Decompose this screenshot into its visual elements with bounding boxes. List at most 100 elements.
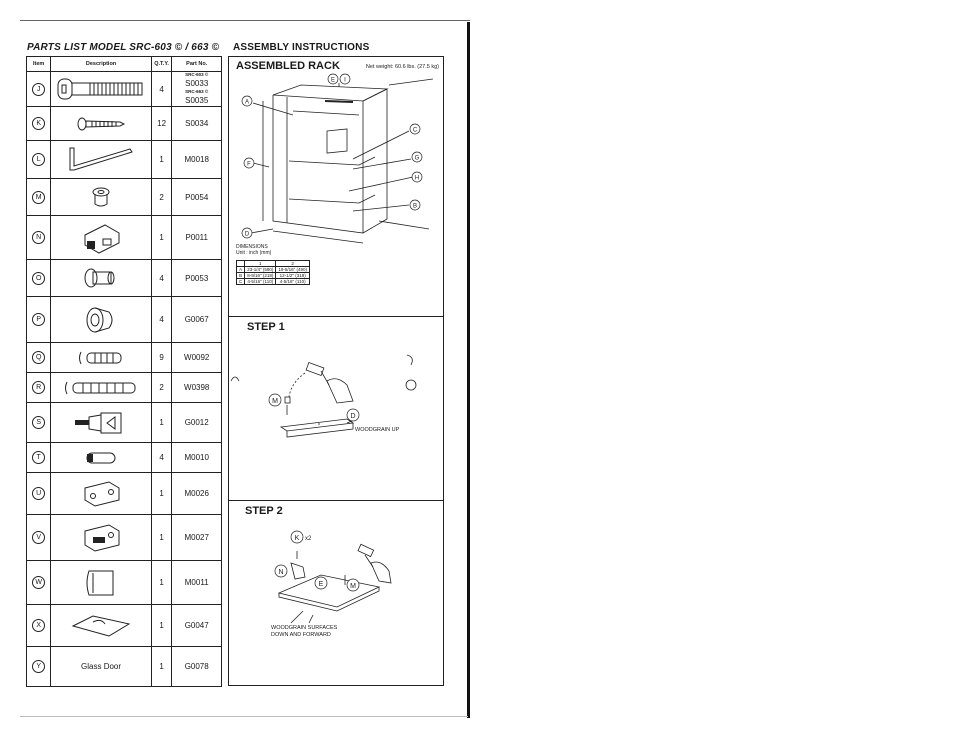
item-letter: P	[32, 313, 46, 326]
qty: 1	[150, 604, 173, 647]
item-letter: O	[32, 271, 46, 285]
qty: 9	[150, 342, 173, 373]
description-text: Glass Door	[50, 646, 152, 687]
right-edge-rule	[467, 22, 470, 718]
table-row: U 1 M0026	[25, 472, 222, 515]
step2-title: STEP 2	[245, 505, 283, 517]
item-letter: K	[32, 117, 46, 130]
table-row: Q 9 W0092	[25, 342, 222, 373]
step1-label-d: D	[350, 413, 355, 420]
screw-icon	[77, 117, 126, 130]
table-row: N 1 P0011	[25, 215, 222, 260]
step1-illustration: M D	[230, 354, 417, 438]
qty: 1	[150, 472, 173, 515]
pad-icon	[86, 570, 114, 595]
hinge-plate-icon	[84, 480, 120, 507]
part-number: S0034	[171, 106, 222, 141]
long-dowel-icon	[65, 381, 136, 394]
rack-title: ASSEMBLED RACK	[236, 60, 340, 72]
qty: 12	[150, 106, 173, 141]
hinge-bracket-icon	[84, 523, 120, 552]
table-row: O 4 P0053	[25, 259, 222, 297]
qty: 4	[150, 442, 173, 473]
header-item: Item	[25, 56, 52, 72]
table-row: P 4 G0067	[25, 296, 222, 343]
label-e: E	[331, 78, 335, 84]
allen-wrench-icon	[69, 147, 133, 170]
qty: 1	[150, 560, 173, 605]
part-number: G0012	[171, 402, 222, 443]
qty: 2	[150, 372, 173, 403]
bottom-rule	[20, 716, 468, 717]
dowel-cap-icon	[84, 268, 115, 288]
label-h: H	[415, 176, 419, 182]
qty: 4	[150, 296, 173, 343]
part-number: M0027	[171, 514, 222, 561]
qty: 1	[150, 215, 173, 260]
table-row: J 4 SRC-603 © S0033 SRC-663 © S0035	[25, 71, 222, 107]
part-number: M0018	[171, 140, 222, 179]
item-letter: J	[32, 82, 46, 96]
part-number: P0053	[171, 259, 222, 297]
qty: 1	[150, 646, 173, 687]
step2-label-e: E	[319, 581, 324, 588]
label-g: G	[415, 156, 420, 162]
part-number: M0011	[171, 560, 222, 605]
label-d: D	[245, 232, 250, 238]
rack-illustration: E I A C G H B F D	[241, 73, 434, 244]
header-description: Description	[50, 56, 152, 72]
item-letter: V	[32, 531, 46, 544]
step1-note: WOODGRAIN UP	[355, 427, 400, 433]
table-row: M 2 P0054	[25, 178, 222, 216]
dim-cell: 23-1/4" (590)	[244, 266, 277, 273]
step2-note: WOODGRAIN SURFACES DOWN AND FORWARD	[271, 625, 337, 639]
item-letter: T	[32, 451, 46, 464]
parts-list-title: PARTS LIST MODEL SRC-603 © / 663 ©	[27, 42, 220, 53]
assembly-title: ASSEMBLY INSTRUCTIONS	[233, 42, 370, 53]
qty: 1	[150, 402, 173, 443]
part-number: G0078	[171, 646, 222, 687]
label-a: A	[245, 100, 249, 106]
label-c: C	[413, 128, 418, 134]
item-letter: R	[32, 381, 46, 394]
dim-cell: 19-5/16" (490)	[275, 266, 310, 273]
dimensions-label: DIMENSIONS	[236, 244, 268, 250]
table-row: L 1 M0018	[25, 140, 222, 179]
table-row: Y Glass Door 1 G0078	[25, 646, 222, 687]
table-row: T 4 M0010	[25, 442, 222, 473]
step2-note-line2: DOWN AND FORWARD	[271, 632, 331, 638]
table-row: W 1 M0011	[25, 560, 222, 605]
item-letter: Y	[32, 660, 46, 673]
part-number: S0035	[185, 96, 209, 105]
step2-note-line1: WOODGRAIN SURFACES	[271, 625, 338, 631]
part-number: G0047	[171, 604, 222, 647]
part-number: W0398	[171, 372, 222, 403]
qty: 1	[150, 140, 173, 179]
short-dowel-icon	[79, 351, 122, 364]
item-letter: W	[32, 576, 46, 589]
step1-panel: STEP 1 M D	[228, 316, 444, 502]
table-row: K 12 S0034	[25, 106, 222, 141]
parts-table: Item Description Q.T.Y. Part No. J 4 SRC…	[25, 56, 222, 687]
part-number: W0092	[171, 342, 222, 373]
magnet-catch-icon	[75, 412, 122, 433]
dimensions-table: 1 2 A 23-1/4" (590) 19-5/16" (490) B 8-9…	[235, 260, 310, 285]
part-number: P0054	[171, 178, 222, 216]
step2-label-n: N	[278, 569, 283, 576]
dim-cell: 4-5/16" (110)	[244, 278, 277, 285]
part-model-label: SRC-603 ©	[185, 72, 209, 77]
step2-k-count: x2	[305, 536, 312, 542]
part-number: P0011	[171, 215, 222, 260]
part-number: G0067	[171, 296, 222, 343]
item-letter: L	[32, 153, 46, 166]
assembled-rack-panel: ASSEMBLED RACK Net weight: 60.6 lbs. (27…	[228, 56, 444, 318]
step2-label-m: M	[350, 583, 356, 590]
label-i: I	[344, 78, 346, 84]
step1-title: STEP 1	[247, 321, 285, 333]
label-f: F	[247, 162, 251, 168]
dim-cell: 8-9/16" (218)	[244, 272, 277, 279]
glass-shelf-icon	[71, 614, 131, 637]
catch-icon	[84, 223, 120, 254]
knob-icon	[86, 307, 113, 332]
parts-table-header: Item Description Q.T.Y. Part No.	[25, 56, 222, 72]
